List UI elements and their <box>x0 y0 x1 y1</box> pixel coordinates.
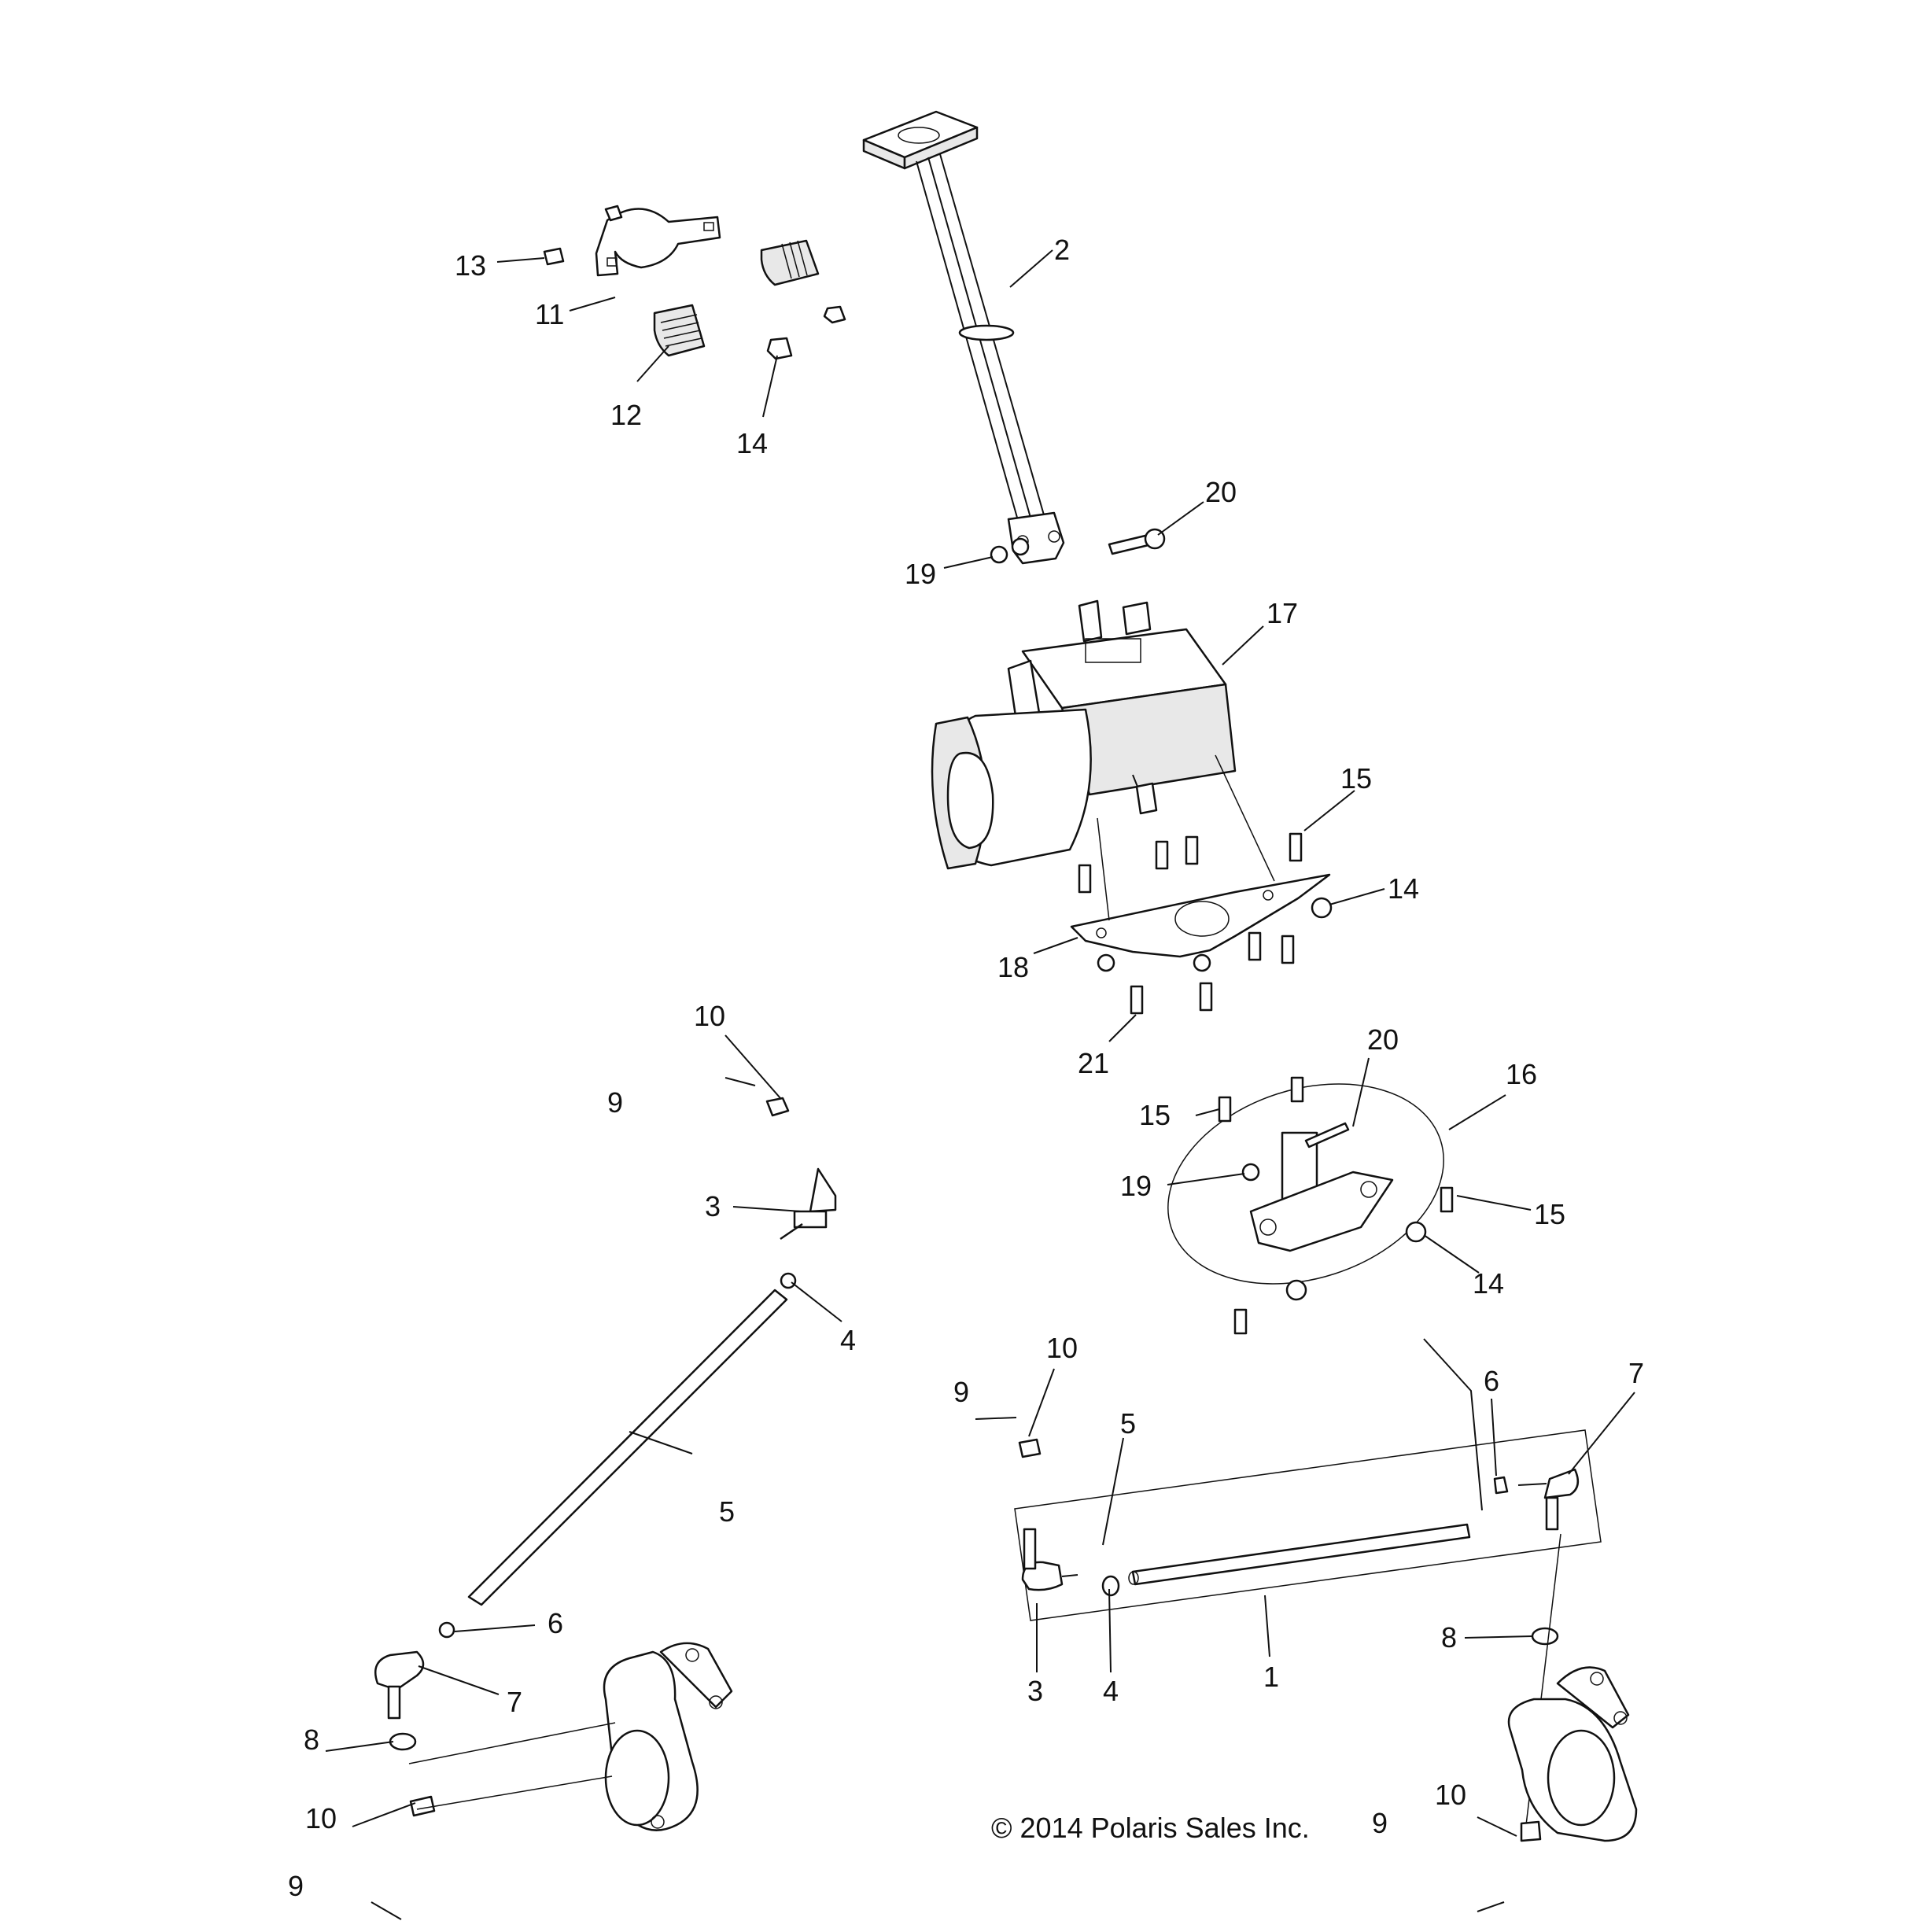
callout-11: 11 <box>535 298 564 330</box>
left-tie-rod-assembly <box>371 1077 837 1920</box>
callout-1: 1 <box>1263 1661 1279 1693</box>
callout-5: 5 <box>719 1495 735 1528</box>
callout-10: 10 <box>1435 1779 1466 1811</box>
right-knuckle-part <box>1507 1666 1638 1842</box>
callout-14: 14 <box>736 427 768 459</box>
callout-labels: 2 13 11 12 14 20 19 17 15 14 18 21 20 16… <box>288 234 1644 1902</box>
lower-bracket-part <box>1167 1076 1454 1335</box>
callout-14: 14 <box>1473 1267 1504 1300</box>
callout-16: 16 <box>1506 1058 1537 1090</box>
callout-6: 6 <box>548 1607 563 1639</box>
callout-15: 15 <box>1139 1099 1171 1131</box>
callout-6: 6 <box>1484 1365 1499 1397</box>
callout-4: 4 <box>1103 1675 1119 1707</box>
callout-17: 17 <box>1266 597 1298 629</box>
callout-3: 3 <box>705 1190 721 1222</box>
callout-12: 12 <box>610 399 642 431</box>
callout-10: 10 <box>694 1000 725 1032</box>
callout-4: 4 <box>840 1324 856 1356</box>
callout-7: 7 <box>1628 1357 1644 1389</box>
plate-bolts <box>1078 832 1333 1015</box>
callout-10: 10 <box>1046 1332 1078 1364</box>
callout-9: 9 <box>607 1086 623 1119</box>
callout-9: 9 <box>1372 1807 1388 1839</box>
callout-20: 20 <box>1367 1023 1399 1056</box>
callout-19: 19 <box>905 558 936 590</box>
mounting-plate-part <box>1070 754 1331 958</box>
callout-15: 15 <box>1534 1198 1565 1230</box>
callout-20: 20 <box>1205 476 1237 508</box>
callout-18: 18 <box>997 951 1029 983</box>
callout-19: 19 <box>1120 1170 1152 1202</box>
leader-lines <box>325 249 1635 1837</box>
callout-8: 8 <box>1441 1621 1457 1654</box>
eps-unit-part <box>931 599 1237 870</box>
callout-8: 8 <box>304 1724 319 1756</box>
left-knuckle-part <box>408 1642 733 1831</box>
steering-column-part <box>862 110 1065 565</box>
callout-2: 2 <box>1054 234 1070 266</box>
column-fasteners <box>990 528 1166 564</box>
bracket-group <box>543 205 846 360</box>
right-tie-rod-assembly <box>975 1417 1602 1912</box>
callout-14: 14 <box>1388 872 1419 905</box>
copyright-text: © 2014 Polaris Sales Inc. <box>991 1812 1310 1844</box>
callout-9: 9 <box>953 1376 969 1408</box>
callout-5: 5 <box>1120 1407 1136 1440</box>
callout-15: 15 <box>1340 762 1372 795</box>
callout-10: 10 <box>305 1802 337 1834</box>
callout-13: 13 <box>455 249 486 282</box>
callout-21: 21 <box>1078 1047 1109 1079</box>
callout-7: 7 <box>507 1686 522 1718</box>
callout-3: 3 <box>1027 1675 1043 1707</box>
callout-9: 9 <box>288 1870 304 1902</box>
